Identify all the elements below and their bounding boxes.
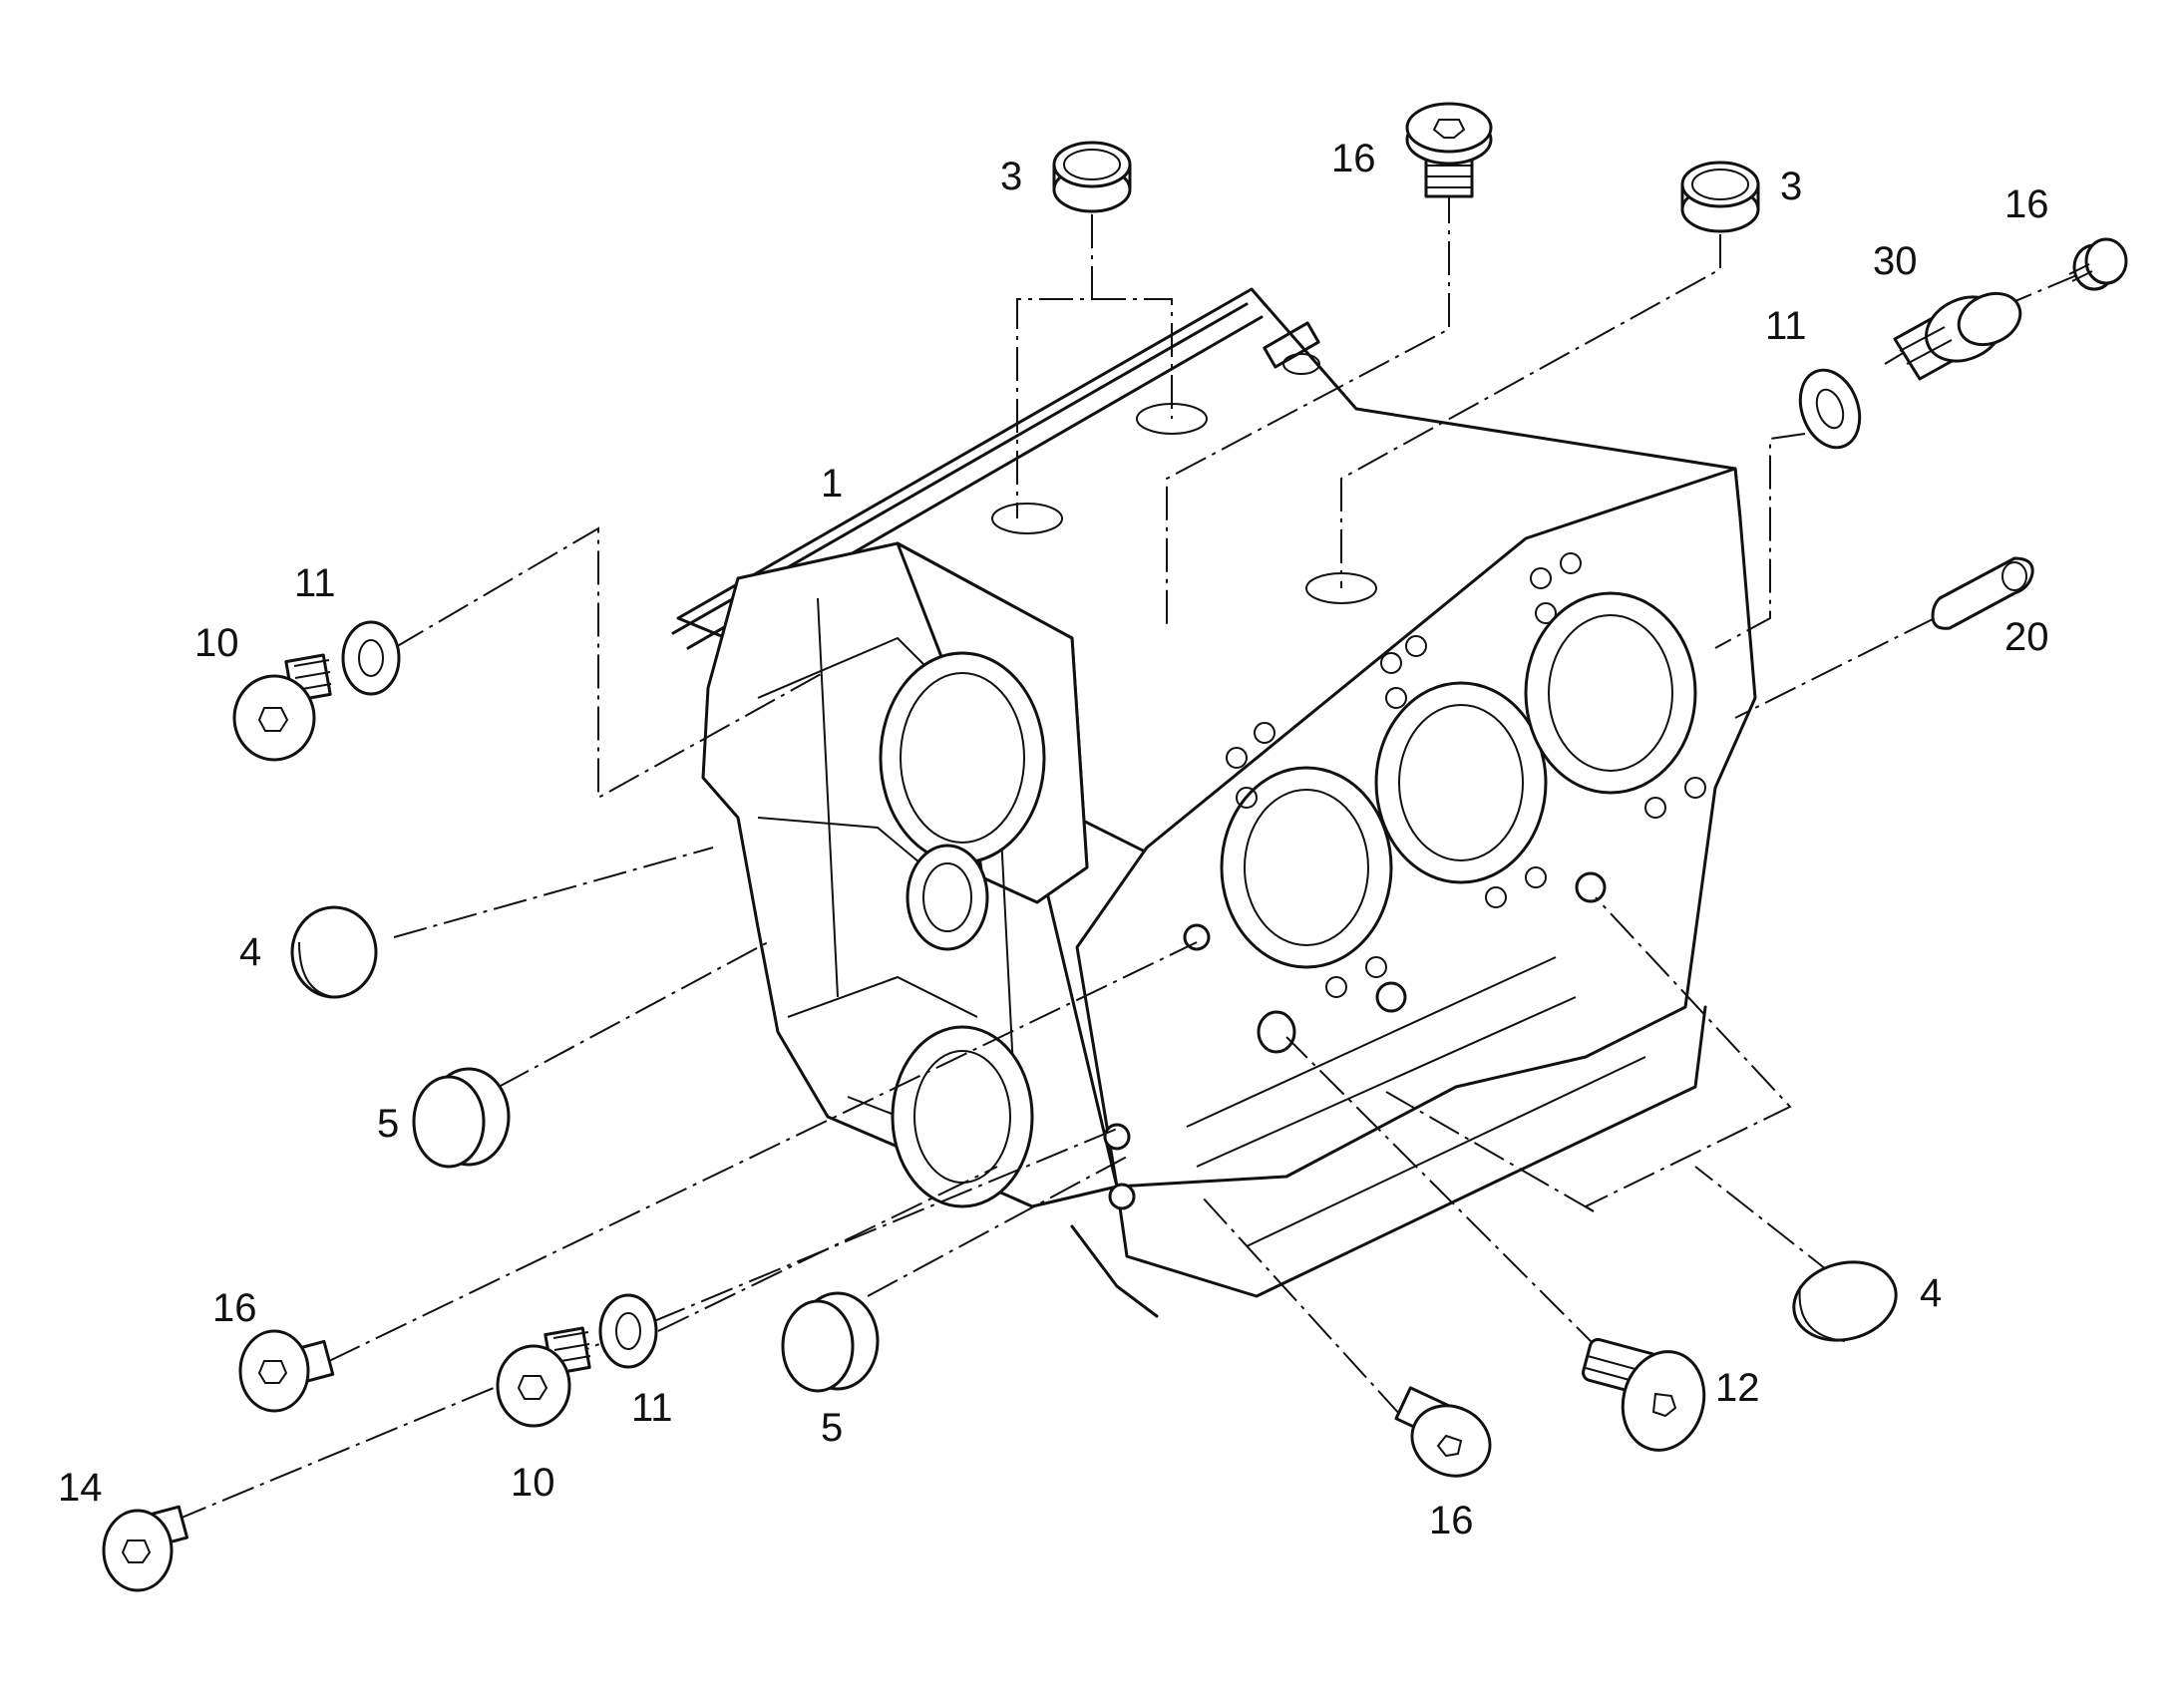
part-16-screw-plug: [1394, 1386, 1492, 1478]
part-10-screw-plug: [496, 1326, 591, 1428]
part-11-seal-ring: [341, 620, 401, 696]
callout-5: 5: [377, 1102, 399, 1146]
part-14-screw-plug: [102, 1505, 189, 1592]
callout-12: 12: [1715, 1366, 1760, 1410]
part-20-pin: [1931, 556, 2034, 630]
part-16-screw-plug: [238, 1329, 335, 1413]
part-4-plug-cap: [1792, 1260, 1898, 1342]
callout-3: 3: [1780, 165, 1802, 208]
callout-3: 3: [1000, 155, 1022, 198]
callout-30: 30: [1873, 239, 1918, 283]
callout-20: 20: [2004, 615, 2049, 659]
callout-4: 4: [239, 930, 261, 974]
part-5-plug-cap: [781, 1291, 880, 1393]
callout-labels: 1 3 3 16 16 30 11 20 11 10 4 5 16 11 10 …: [58, 137, 2049, 1542]
part-11-seal-ring: [1798, 368, 1862, 450]
part-11-seal-ring: [598, 1293, 658, 1369]
callout-10: 10: [511, 1461, 555, 1505]
callout-11: 11: [631, 1386, 673, 1430]
part-3-plug-cap: [1680, 161, 1760, 233]
part-12-screw-plug: [1582, 1337, 1706, 1452]
callout-14: 14: [58, 1466, 103, 1510]
callout-16: 16: [1331, 137, 1376, 180]
callout-11: 11: [1765, 304, 1807, 348]
callout-5: 5: [821, 1406, 843, 1450]
callout-16: 16: [2004, 182, 2049, 226]
callout-16: 16: [1429, 1499, 1474, 1542]
part-30-fitting: [1893, 291, 2022, 381]
callout-1: 1: [821, 462, 843, 506]
part-10-screw-plug: [232, 653, 332, 762]
callout-16: 16: [212, 1286, 257, 1330]
leader-lines: [174, 189, 2080, 1522]
callout-10: 10: [194, 621, 239, 665]
part-4-plug-cap: [290, 905, 378, 999]
callout-4: 4: [1920, 1271, 1942, 1315]
part-16-screw-plug: [1405, 102, 1493, 198]
part-5-plug-cap: [412, 1067, 511, 1169]
callout-11: 11: [294, 561, 336, 605]
part-16-screw-plug: [2068, 237, 2128, 291]
part-3-plug-cap: [1052, 141, 1132, 213]
engine-block: [671, 287, 1757, 1318]
